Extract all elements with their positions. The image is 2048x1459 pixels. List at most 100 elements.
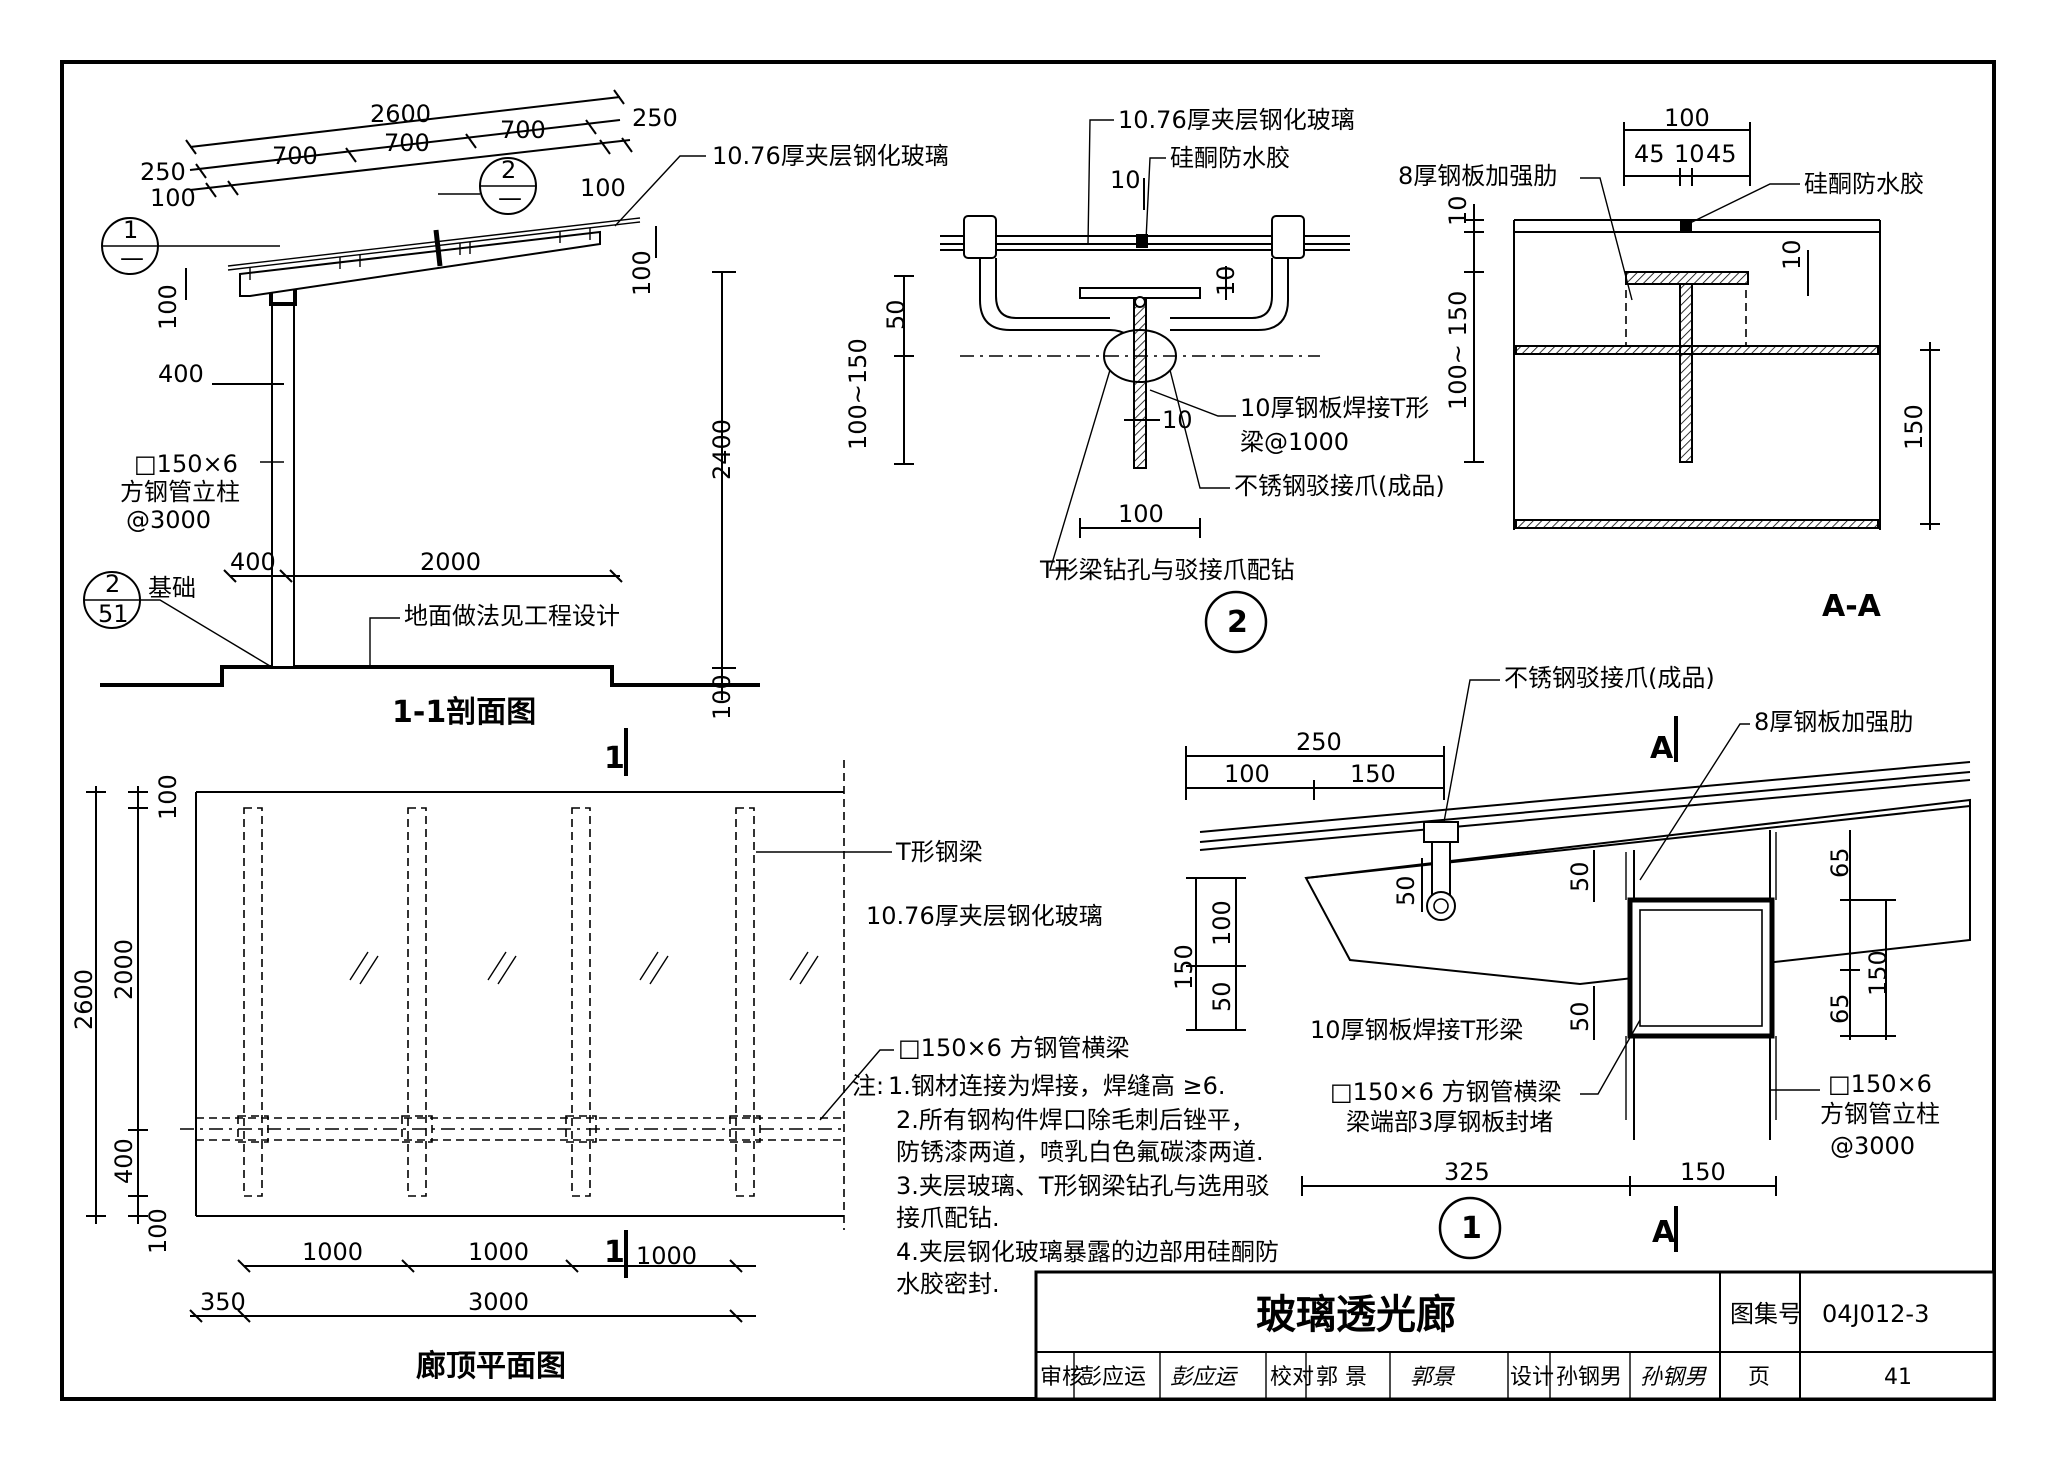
callout-foundation-bottom: 51 <box>98 600 129 628</box>
d1-dim-50-c: 50 <box>1208 981 1236 1012</box>
plan-dim-1000-a: 1000 <box>302 1238 363 1266</box>
d2-dim-100: 100 <box>1118 500 1164 528</box>
dim-2400: 2400 <box>708 419 736 480</box>
plan-dim-1000-c: 1000 <box>636 1242 697 1270</box>
d1-dim-150-b: 150 <box>1680 1158 1726 1186</box>
aa-dim-45-right: 45 <box>1706 140 1737 168</box>
plan-title: 廊顶平面图 <box>416 1349 566 1384</box>
cut-mark-bottom: 1 <box>604 1235 625 1270</box>
column-label-3: @3000 <box>126 506 211 534</box>
d1-beam-label: 10厚钢板焊接T形梁 <box>1310 1016 1523 1044</box>
d1-dim-100-v: 100 <box>1208 900 1236 946</box>
section-a-a: 100 45 10 45 10 100~ 150 10 150 8厚钢板加强肋 … <box>1398 104 1940 624</box>
dim-100-b: 100 <box>580 174 626 202</box>
aa-dim-10-left: 10 <box>1444 195 1472 226</box>
d1-dim-50-b: 50 <box>1566 861 1594 892</box>
dim-2600: 2600 <box>370 100 431 128</box>
d1-claw-label: 不锈钢驳接爪(成品) <box>1504 664 1715 692</box>
d2-drill-label: T形梁钻孔与驳接爪配钻 <box>1039 556 1295 584</box>
dim-100-left: 100 <box>154 284 182 330</box>
d1-cross-beam-2: 梁端部3厚钢板封堵 <box>1346 1108 1553 1136</box>
plan-dim-1000-b: 1000 <box>468 1238 529 1266</box>
note-line-4: 3.夹层玻璃、T形钢梁钻孔与选用驳 <box>896 1172 1270 1200</box>
aa-dim-10: 10 <box>1674 140 1705 168</box>
glass-label: 10.76厚夹层钢化玻璃 <box>712 142 949 170</box>
plan-dim-100-top: 100 <box>154 774 182 820</box>
notes-heading: 注: <box>852 1072 884 1100</box>
d1-column-1: □150×6 <box>1828 1070 1932 1098</box>
detail-2: 50 100~150 10 10 10 100 10.76厚夹层钢化玻璃 硅酮防… <box>844 106 1445 654</box>
aa-sealant-label: 硅酮防水胶 <box>1804 170 1924 198</box>
detail-1: 250 100 150 150 100 50 50 50 50 65 65 15… <box>1170 664 1971 1260</box>
d2-dim-50: 50 <box>882 299 910 330</box>
aa-rib-label: 8厚钢板加强肋 <box>1398 162 1557 190</box>
d1-dim-150: 150 <box>1350 760 1396 788</box>
title-block-title: 玻璃透光廊 <box>1256 1292 1456 1338</box>
dim-400: 400 <box>158 360 204 388</box>
plan-dim-3000: 3000 <box>468 1288 529 1316</box>
callout-1-bottom: — <box>120 244 144 272</box>
note-line-1: 1.钢材连接为焊接，焊缝高 ≥6. <box>888 1072 1226 1100</box>
design-label: 设计 <box>1510 1365 1554 1390</box>
note-line-5: 接爪配钻. <box>896 1204 1000 1232</box>
d1-column-2: 方钢管立柱 <box>1820 1100 1940 1128</box>
callout-1-top: 1 <box>123 216 138 244</box>
callout-2-top: 2 <box>501 156 516 184</box>
atlas-label: 图集号 <box>1730 1300 1802 1328</box>
d2-dim-10-bottom: 10 <box>1162 406 1193 434</box>
d1-dim-65-a: 65 <box>1826 847 1854 878</box>
d2-dim-10-right: 10 <box>1212 265 1240 296</box>
callout-foundation-top: 2 <box>105 570 120 598</box>
note-line-6: 4.夹层钢化玻璃暴露的边部用硅酮防 <box>896 1238 1279 1266</box>
d1-dim-250: 250 <box>1296 728 1342 756</box>
d2-glass-label: 10.76厚夹层钢化玻璃 <box>1118 106 1355 134</box>
aa-dim-10-mid: 10 <box>1778 239 1806 270</box>
plan-view: 2600 100 2000 400 100 1000 1000 1000 350… <box>70 760 1130 1384</box>
note-line-3: 防锈漆两道，喷乳白色氟碳漆两道. <box>896 1138 1264 1166</box>
column-label-2: 方钢管立柱 <box>120 478 240 506</box>
d2-dim-100-150: 100~150 <box>844 338 872 450</box>
section-1-1: 2600 250 250 700 700 700 100 100 10.76厚夹… <box>83 89 949 776</box>
aa-dim-150: 150 <box>1900 404 1928 450</box>
plan-dim-350: 350 <box>200 1288 246 1316</box>
notes: 注: 1.钢材连接为焊接，焊缝高 ≥6. 2.所有钢构件焊口除毛刺后锉平， 防锈… <box>852 1072 1279 1298</box>
note-line-2: 2.所有钢构件焊口除毛刺后锉平， <box>896 1106 1255 1134</box>
plan-dim-100-bottom: 100 <box>144 1208 172 1254</box>
foundation-label: 基础 <box>148 574 196 602</box>
plan-glass-label: 10.76厚夹层钢化玻璃 <box>866 902 1103 930</box>
plan-dim-400: 400 <box>110 1138 138 1184</box>
dim-100-a: 100 <box>150 184 196 212</box>
design-sign: 孙钢男 <box>1640 1365 1707 1390</box>
review-label: 审核 <box>1040 1365 1084 1390</box>
dim-2000: 2000 <box>420 548 481 576</box>
d1-rib-label: 8厚钢板加强肋 <box>1754 708 1913 736</box>
design-name: 孙钢男 <box>1556 1365 1622 1390</box>
d2-sealant-label: 硅酮防水胶 <box>1170 144 1290 172</box>
atlas-no: 04J012-3 <box>1822 1300 1929 1328</box>
sheet-border <box>60 60 1996 1401</box>
d1-dim-65-b: 65 <box>1826 993 1854 1024</box>
d1-column-3: @3000 <box>1830 1132 1915 1160</box>
cut-mark-top: 1 <box>604 741 625 776</box>
d1-cross-beam-1: □150×6 方钢管横梁 <box>1330 1078 1562 1106</box>
d1-callout: 1 <box>1461 1211 1482 1246</box>
check-label: 校对 <box>1270 1365 1314 1390</box>
note-line-7: 水胶密封. <box>896 1270 1000 1298</box>
d2-dim-10-top: 10 <box>1110 166 1141 194</box>
check-sign: 郭景 <box>1410 1365 1456 1390</box>
page-no: 41 <box>1884 1365 1912 1390</box>
callout-2-bottom: — <box>498 184 522 212</box>
review-sign: 彭应运 <box>1170 1365 1239 1390</box>
ground-label: 地面做法见工程设计 <box>404 602 620 630</box>
section-1-1-title: 1-1剖面图 <box>392 695 536 730</box>
aa-dim-100: 100 <box>1664 104 1710 132</box>
d1-dim-325: 325 <box>1444 1158 1490 1186</box>
dim-700-b: 700 <box>384 129 430 157</box>
aa-dim-45-left: 45 <box>1634 140 1665 168</box>
d2-beam-label-2: 梁@1000 <box>1240 428 1349 456</box>
aa-dim-100-150: 100~ 150 <box>1444 291 1472 410</box>
d2-claw-label: 不锈钢驳接爪(成品) <box>1234 472 1445 500</box>
dim-700-c: 700 <box>500 116 546 144</box>
plan-t-beam-label: T形钢梁 <box>895 838 983 866</box>
